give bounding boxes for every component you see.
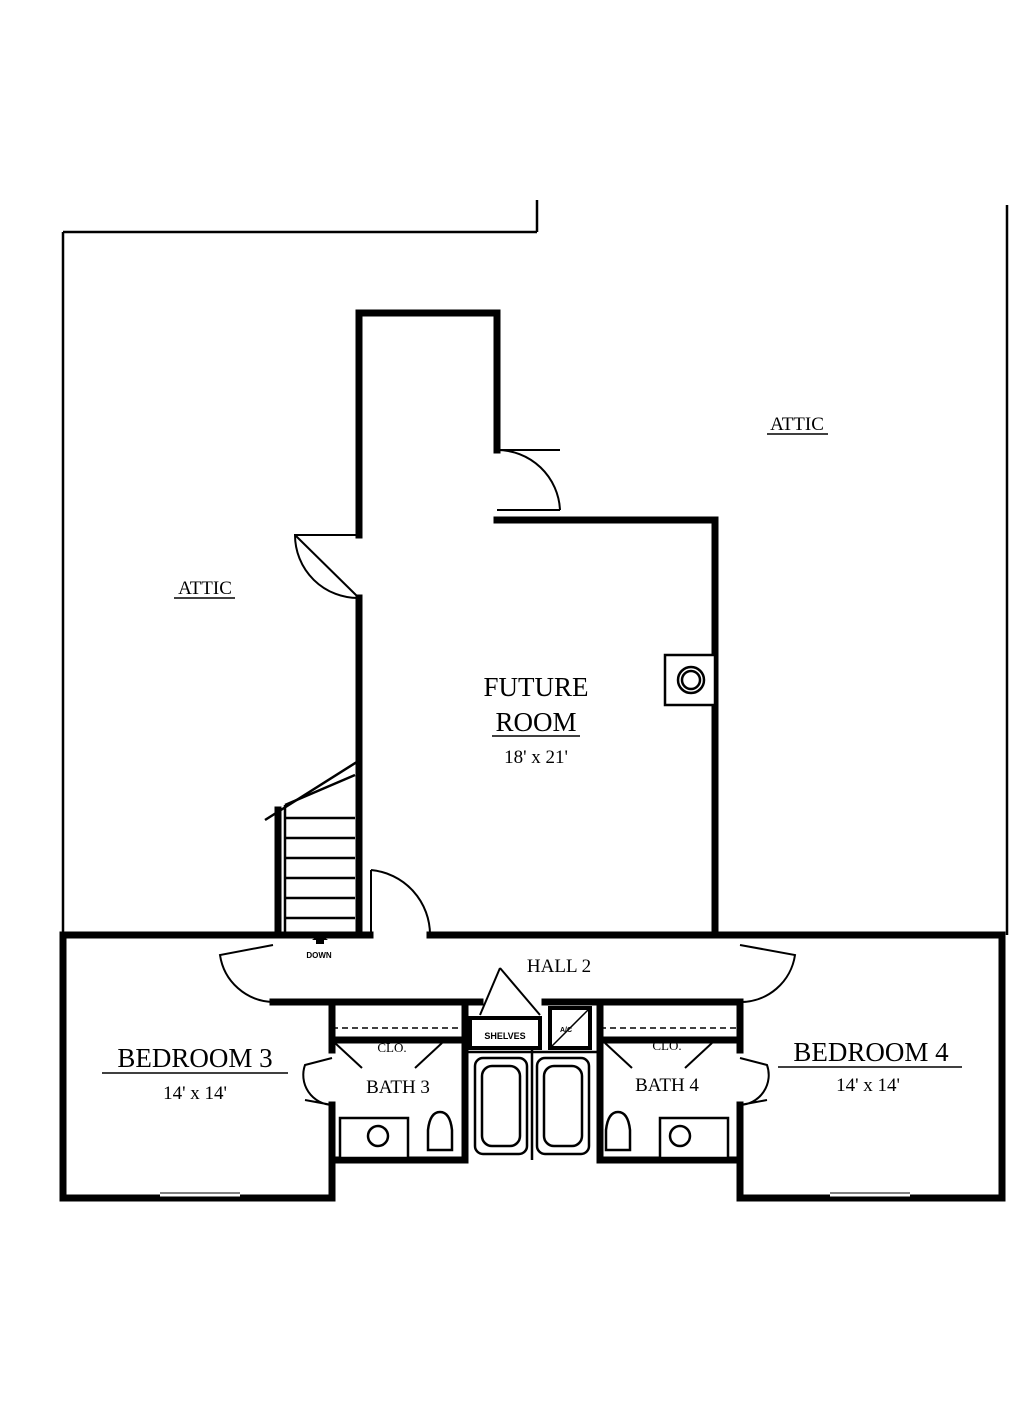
attic-outline xyxy=(61,200,1009,935)
door-future-to-right-attic xyxy=(496,448,561,511)
ac-label: A/C xyxy=(560,1027,572,1034)
door-future-to-left-attic xyxy=(293,534,360,600)
bath3-fixtures xyxy=(338,1056,529,1163)
bedroom4-walls xyxy=(596,931,1006,1202)
hall-label: HALL 2 xyxy=(527,956,591,977)
bath4-closet-label: CLO. xyxy=(652,1038,681,1053)
door-bedroom4-to-bath4 xyxy=(739,1057,770,1106)
stairs-down-label: DOWN xyxy=(306,951,332,960)
stairs xyxy=(264,758,361,944)
bedroom3-label: BEDROOM 3 xyxy=(117,1043,272,1073)
door-hall-to-bedroom3 xyxy=(218,944,274,1003)
door-hall-to-future xyxy=(370,869,432,936)
future-room-walls xyxy=(59,309,1006,939)
shelves-closet xyxy=(468,967,542,1050)
bath4-label: BATH 4 xyxy=(635,1075,699,1096)
bath3-closet-doors xyxy=(334,1042,443,1069)
future-room-label-2: ROOM xyxy=(495,707,576,737)
shelves-label: SHELVES xyxy=(484,1031,525,1041)
bedroom4-label: BEDROOM 4 xyxy=(793,1037,949,1067)
door-bedroom3-to-bath3 xyxy=(302,1057,333,1106)
ac-closet xyxy=(548,1006,592,1050)
door-hall-to-bedroom4 xyxy=(739,944,797,1004)
bedroom3-size: 14' x 14' xyxy=(163,1083,227,1104)
window-future-room xyxy=(375,309,485,317)
future-room-size: 18' x 21' xyxy=(504,747,568,768)
bath4-closet-doors xyxy=(604,1042,713,1069)
bath3-closet-label: CLO. xyxy=(377,1040,406,1055)
bath3-label: BATH 3 xyxy=(366,1077,430,1098)
bath4-fixtures xyxy=(535,1056,730,1163)
future-room-label-1: FUTURE xyxy=(483,672,588,702)
bedroom4-size: 14' x 14' xyxy=(836,1075,900,1096)
attic-left-label: ATTIC xyxy=(178,578,232,599)
flue xyxy=(663,653,717,707)
bedroom3-walls xyxy=(59,931,469,1202)
attic-right-label: ATTIC xyxy=(770,414,824,435)
